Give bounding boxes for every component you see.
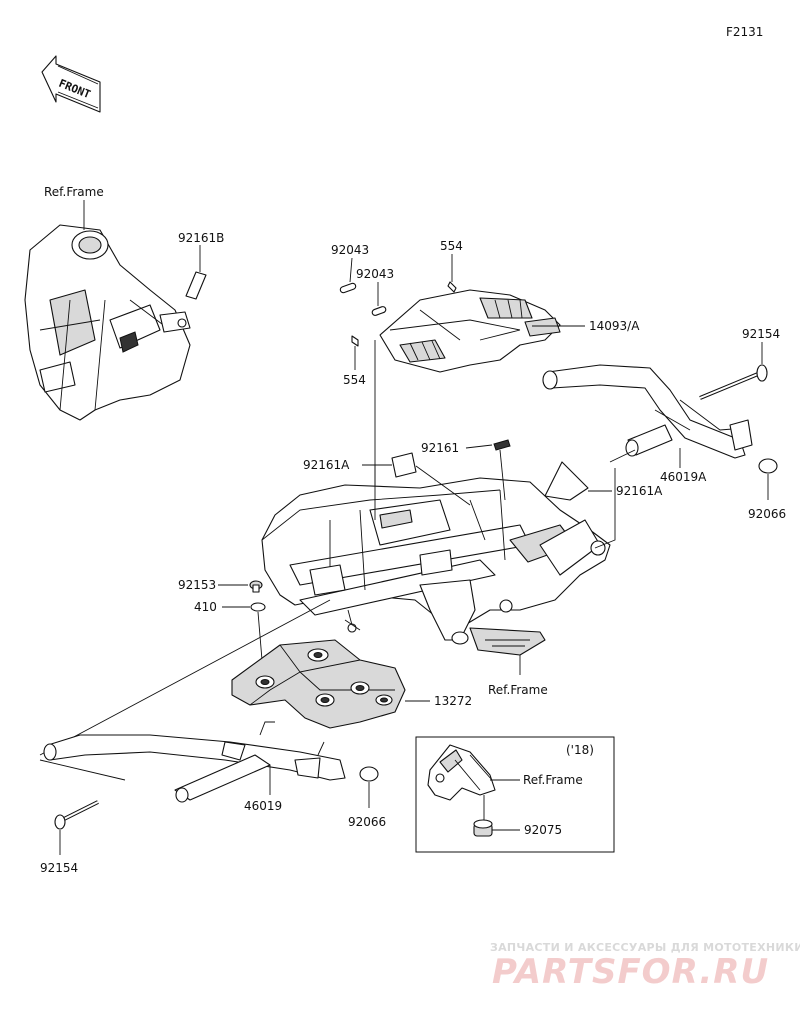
label-92043-b: 92043 bbox=[356, 267, 394, 281]
label-46019a: 46019A bbox=[660, 470, 707, 484]
pad-92161a-left bbox=[391, 452, 417, 478]
label-92043-a: 92043 bbox=[331, 243, 369, 257]
bolt-92154-bottom bbox=[54, 800, 99, 830]
label-92066-bottom: 92066 bbox=[348, 815, 386, 829]
clip-554-top bbox=[447, 281, 457, 293]
front-arrow-icon: FRONT bbox=[41, 55, 101, 113]
label-46019: 46019 bbox=[244, 799, 282, 813]
inset-year-label: ('18) bbox=[566, 743, 594, 757]
label-ref-frame-mid: Ref.Frame bbox=[488, 683, 548, 697]
label-92066-right: 92066 bbox=[748, 507, 786, 521]
washer-410 bbox=[250, 602, 266, 612]
pad-92161b bbox=[185, 271, 207, 300]
label-410: 410 bbox=[194, 600, 217, 614]
figure-code: F2131 bbox=[726, 25, 763, 39]
label-92153: 92153 bbox=[178, 578, 216, 592]
cap-92066-right bbox=[758, 458, 778, 474]
watermark-tagline: ЗАПЧАСТИ И АКСЕССУАРЫ ДЛЯ МОТОТЕХНИКИ bbox=[490, 941, 800, 954]
label-92154-bottom: 92154 bbox=[40, 861, 78, 875]
pin-92043-b bbox=[371, 306, 387, 316]
bolt-92153 bbox=[249, 580, 263, 593]
label-554-top: 554 bbox=[440, 239, 463, 253]
carrier-plate-13272 bbox=[231, 639, 406, 729]
grab-rail-left-illustration bbox=[43, 721, 346, 803]
pad-92161a-right bbox=[544, 461, 589, 501]
inset-bracket-illustration bbox=[427, 744, 496, 801]
label-ref-frame-top: Ref.Frame bbox=[44, 185, 104, 199]
clip-92161 bbox=[493, 439, 511, 451]
label-14093a: 14093/A bbox=[589, 319, 640, 333]
watermark-logo: PARTSFOR.RU bbox=[492, 952, 769, 992]
label-92154-right: 92154 bbox=[742, 327, 780, 341]
label-92161b: 92161B bbox=[178, 231, 224, 245]
label-92161a-right: 92161A bbox=[616, 484, 663, 498]
label-ref-frame-inset: Ref.Frame bbox=[523, 773, 583, 787]
label-554-left: 554 bbox=[343, 373, 366, 387]
pin-92043-a bbox=[339, 282, 357, 294]
label-92075: 92075 bbox=[524, 823, 562, 837]
cover-14093a-illustration bbox=[379, 289, 561, 373]
inset-box bbox=[415, 736, 615, 853]
grab-rail-right-illustration bbox=[542, 364, 753, 459]
cap-92066-bottom bbox=[359, 766, 379, 782]
grommet-92075 bbox=[473, 819, 493, 837]
bolt-92154-right bbox=[699, 364, 768, 400]
frame-head-illustration bbox=[24, 224, 191, 421]
subframe-illustration bbox=[261, 477, 611, 656]
label-13272: 13272 bbox=[434, 694, 472, 708]
label-92161: 92161 bbox=[421, 441, 459, 455]
clip-554-left bbox=[351, 335, 359, 347]
label-92161a-left: 92161A bbox=[303, 458, 350, 472]
